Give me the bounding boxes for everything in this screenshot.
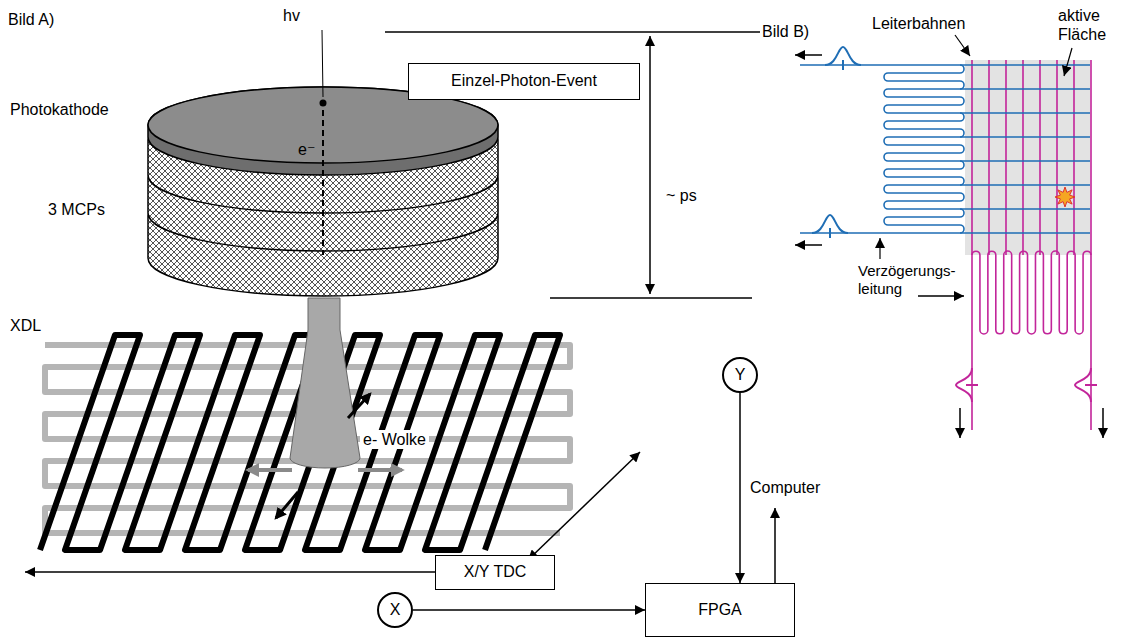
part-name: Photokathode — [10, 100, 109, 119]
leader-line — [955, 35, 970, 56]
output-label: Computer — [750, 478, 820, 497]
part-name: XDL — [10, 316, 41, 335]
spread-arrow — [248, 468, 292, 472]
node-text: X/Y TDC — [464, 563, 527, 581]
part-name: aktive Fläche — [1058, 6, 1118, 44]
spread-arrow — [348, 394, 370, 418]
top-reference-line — [385, 31, 760, 33]
signal-arrow — [795, 244, 822, 246]
bottom-reference-line — [550, 297, 752, 299]
blue-delay-line — [800, 65, 964, 233]
event-box: Einzel-Photon-Event — [408, 63, 640, 100]
channel-circle: X — [377, 592, 413, 628]
signal-pulse — [956, 368, 978, 402]
part-name: Verzögerungs- leitung — [858, 262, 970, 298]
leader-line — [879, 238, 880, 259]
time-arrow — [649, 36, 651, 294]
part-name: Leiterbahnen — [872, 14, 965, 33]
figure-label: Bild B) — [762, 22, 809, 41]
node-text: X — [390, 601, 401, 619]
signal-arrow — [1102, 408, 1104, 438]
blue-conductor-lines — [960, 65, 1090, 233]
electron-path — [322, 110, 324, 255]
hit-star — [1055, 187, 1075, 207]
fpga-box: FPGA — [645, 583, 795, 637]
figure-label: Bild A) — [8, 10, 54, 29]
signal-pulse — [812, 215, 848, 238]
pink-delay-line — [972, 251, 1091, 430]
signal-connector — [413, 609, 645, 611]
part-name: 3 MCPs — [48, 200, 105, 219]
signal-arrow — [795, 54, 822, 56]
photon-line — [322, 30, 323, 97]
time-label: ~ ps — [666, 186, 697, 205]
photon-dot — [320, 100, 327, 107]
spread-arrow — [358, 468, 402, 472]
leader-line — [1064, 48, 1072, 76]
signal-pulse — [1075, 368, 1097, 402]
signal-arrow — [959, 408, 961, 438]
electron-symbol: e⁻ — [298, 140, 315, 159]
channel-circle: Y — [722, 357, 758, 393]
signal-connector — [739, 393, 741, 583]
tdc-box: X/Y TDC — [435, 555, 555, 590]
part-name: e- Wolke — [360, 430, 429, 449]
node-text: Y — [735, 366, 746, 384]
leader-line — [918, 295, 964, 297]
node-text: Einzel-Photon-Event — [451, 72, 597, 90]
spread-arrow — [276, 492, 298, 518]
photon-symbol: hv — [283, 6, 300, 25]
node-text: FPGA — [698, 601, 742, 619]
computer-arrow — [774, 508, 776, 583]
depth-arrow — [528, 452, 640, 560]
signal-pulse — [825, 47, 861, 70]
electron-cloud — [290, 298, 360, 468]
